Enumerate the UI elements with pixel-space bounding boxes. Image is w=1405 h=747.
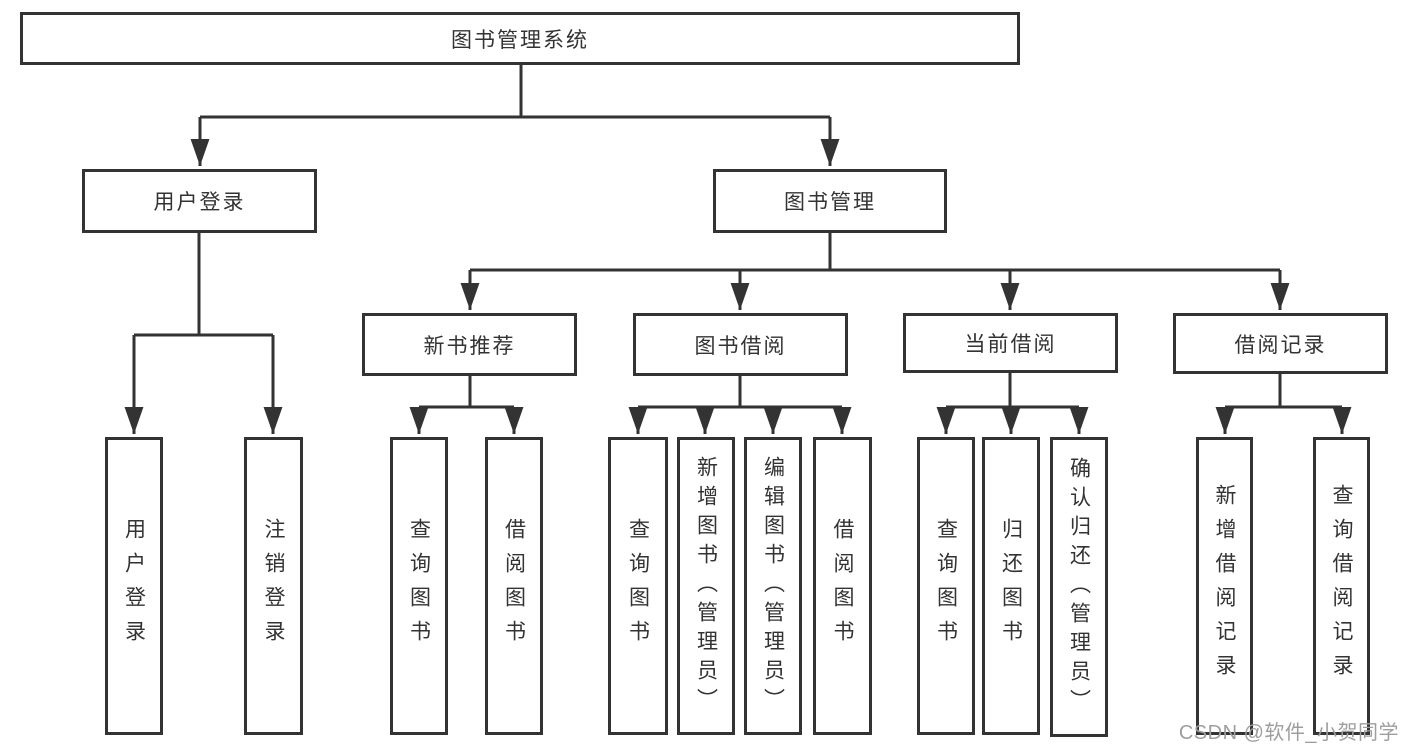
- node-label: 新增借阅记录: [1213, 484, 1236, 688]
- node-leaf-add-books-admin: 新增图书（管理员）: [677, 437, 735, 735]
- node-label: 查询借阅记录: [1330, 484, 1353, 688]
- node-label: 编辑图书（管理员）: [761, 455, 785, 717]
- node-label: 借阅记录: [1234, 333, 1327, 357]
- node-label: 借阅图书: [502, 518, 526, 654]
- node-label: 用户登录: [122, 518, 146, 654]
- node-label: 图书管理系统: [451, 28, 589, 52]
- node-label: 图书管理: [784, 191, 876, 214]
- node-label: 用户登录: [153, 191, 246, 214]
- node-book-management: 图书管理: [713, 169, 947, 233]
- node-leaf-query-books-current: 查询图书: [917, 437, 975, 735]
- node-book-borrowing: 图书借阅: [633, 313, 848, 376]
- node-label: 注销登录: [262, 518, 285, 654]
- node-leaf-logout: 注销登录: [244, 437, 303, 735]
- node-user-login: 用户登录: [82, 169, 317, 233]
- node-label: 查询图书: [407, 518, 431, 654]
- node-leaf-query-books-borrowing: 查询图书: [608, 437, 668, 735]
- node-leaf-confirm-return-admin: 确认归还（管理员）: [1050, 437, 1108, 737]
- node-leaf-borrow-books-recommend: 借阅图书: [485, 437, 543, 735]
- node-label: 当前借阅: [964, 333, 1057, 356]
- node-label: 借阅图书: [831, 518, 854, 654]
- node-label: 查询图书: [626, 518, 650, 654]
- node-new-book-recommendation: 新书推荐: [362, 313, 577, 376]
- node-borrowing-records: 借阅记录: [1173, 313, 1388, 374]
- node-leaf-query-borrow-record: 查询借阅记录: [1313, 437, 1370, 735]
- node-leaf-query-books-recommend: 查询图书: [390, 437, 448, 735]
- csdn-watermark: CSDN @软件_小贺同学: [1178, 722, 1399, 744]
- node-leaf-return-books: 归还图书: [982, 437, 1040, 735]
- node-leaf-user-login: 用户登录: [105, 437, 163, 735]
- node-label: 查询图书: [934, 518, 958, 654]
- node-label: 新增图书（管理员）: [694, 455, 718, 717]
- node-library-management-system: 图书管理系统: [20, 12, 1020, 65]
- node-leaf-add-borrow-record: 新增借阅记录: [1196, 437, 1253, 735]
- node-label: 图书借阅: [694, 334, 787, 358]
- node-current-borrowing: 当前借阅: [903, 313, 1118, 373]
- node-leaf-edit-books-admin: 编辑图书（管理员）: [744, 437, 802, 735]
- node-leaf-borrow-books: 借阅图书: [813, 437, 872, 735]
- node-label: 确认归还（管理员）: [1067, 456, 1091, 718]
- node-label: 新书推荐: [423, 334, 516, 358]
- node-label: 归还图书: [999, 518, 1023, 654]
